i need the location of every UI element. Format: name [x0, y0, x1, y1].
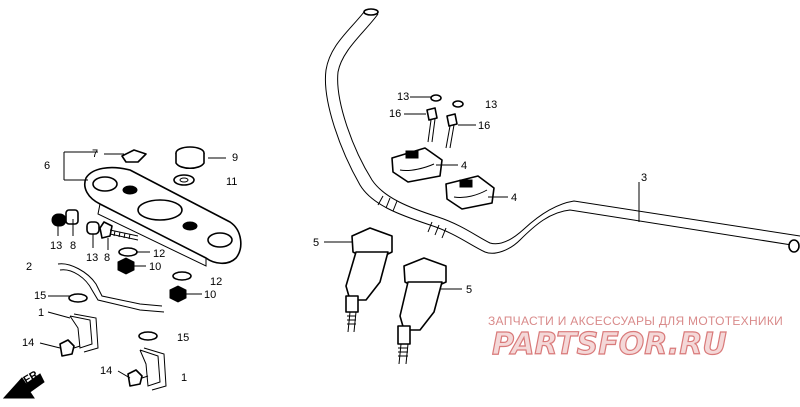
washer-11 [173, 174, 195, 186]
callout-15-left: 15 [34, 290, 46, 302]
callout-4-lower: 4 [511, 192, 517, 204]
lower-holder-right [397, 257, 447, 365]
washer-11-hole [179, 177, 189, 183]
cap-bolt-right [86, 221, 139, 241]
callout-11: 11 [226, 176, 237, 188]
callout-labels: 6 7 9 11 13 8 13 8 12 10 2 12 10 15 1 14… [22, 91, 647, 384]
callout-10-lower: 10 [204, 289, 216, 301]
callout-13-left: 13 [50, 240, 62, 252]
callout-12-lower: 12 [210, 276, 222, 288]
leader-lines [39, 96, 640, 379]
callout-6: 6 [44, 160, 50, 172]
callout-3: 3 [641, 172, 647, 184]
lower-holder-left [345, 227, 393, 333]
callout-16-left: 16 [389, 108, 401, 120]
callout-10-upper: 10 [149, 261, 161, 273]
cap-bolt-left [51, 209, 79, 227]
washer-12a [118, 247, 138, 257]
plate [121, 149, 147, 163]
callout-8-center: 8 [104, 252, 110, 264]
callout-4-upper: 4 [461, 160, 467, 172]
callout-8-left: 8 [70, 240, 76, 252]
callout-13-bolt-right: 13 [485, 99, 497, 111]
washer-15b [138, 331, 158, 341]
callout-7: 7 [92, 148, 98, 160]
callout-16-right: 16 [478, 120, 490, 132]
clip-left [59, 313, 99, 357]
callout-13-center: 13 [86, 252, 98, 264]
callout-5-right: 5 [466, 284, 472, 296]
bolt-left [426, 94, 442, 143]
grommet [175, 146, 205, 170]
callout-1-left: 1 [38, 307, 44, 319]
washer-15a [68, 293, 88, 303]
nut-10a [117, 257, 135, 275]
callout-1-right: 1 [181, 372, 187, 384]
upper-holder-left [391, 147, 443, 183]
callout-14-right: 14 [100, 365, 112, 377]
watermark-logo: PARTSFOR.RU [492, 327, 727, 362]
watermark-tagline: ЗАПЧАСТИ И АКСЕССУАРЫ ДЛЯ МОТОТЕХНИКИ [488, 314, 783, 328]
callout-2: 2 [26, 261, 32, 273]
upper-holder-right [445, 175, 495, 210]
callout-13-bolt-left: 13 [397, 91, 409, 103]
top-bridge [84, 166, 242, 267]
callout-5-left: 5 [313, 237, 319, 249]
nut-10b [169, 285, 187, 303]
callout-15-right: 15 [177, 332, 189, 344]
washer-12b [172, 271, 192, 281]
front-arrow: FR. [2, 367, 45, 399]
bolt-right [445, 100, 464, 149]
callout-9: 9 [232, 152, 238, 164]
handlebar [324, 8, 800, 254]
callout-12-upper: 12 [153, 248, 165, 260]
wire-bracket [57, 263, 165, 313]
callout-14-left: 14 [22, 337, 34, 349]
watermark: ЗАПЧАСТИ И АКСЕССУАРЫ ДЛЯ МОТОТЕХНИКИ PA… [488, 314, 783, 363]
clip-right [127, 347, 167, 391]
